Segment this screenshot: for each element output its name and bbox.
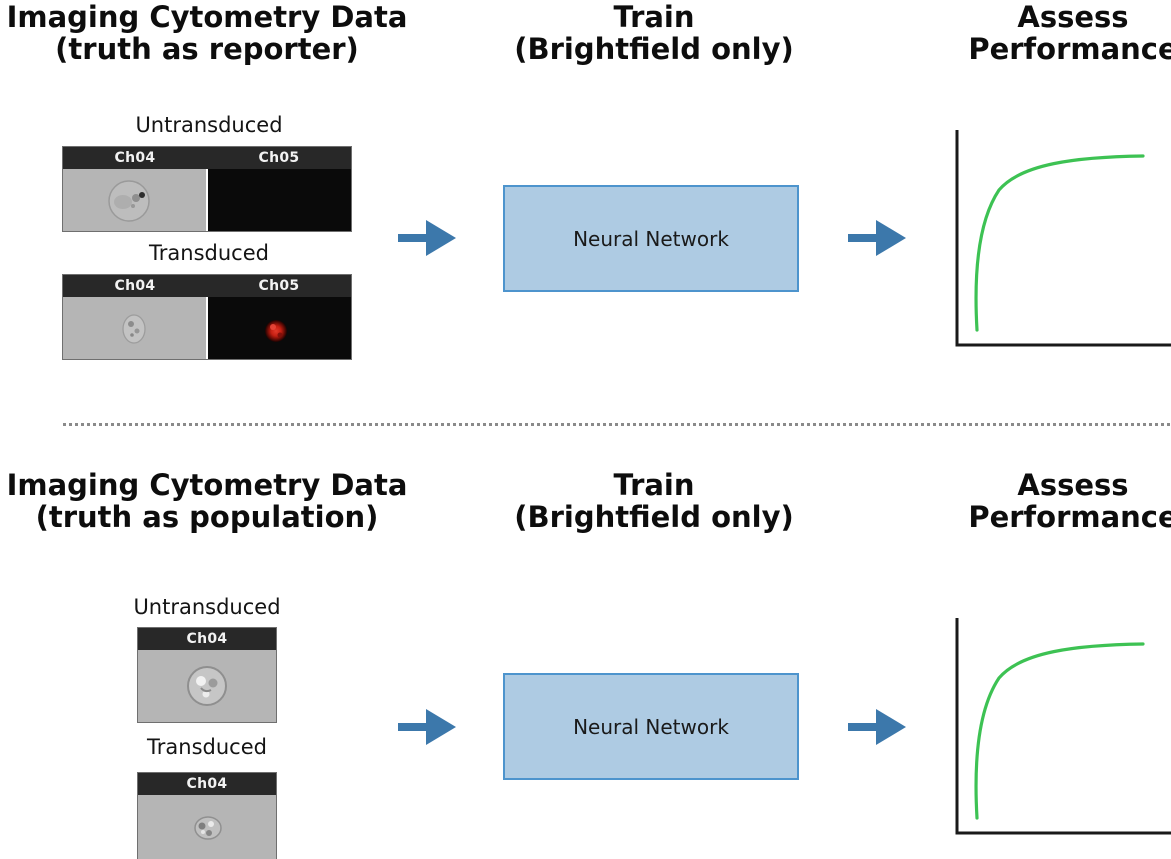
channel-label-ch04: Ch04 [114,150,156,166]
flow-arrow-icon [398,220,456,256]
cytometry-panel-untransduced: Ch04 [137,627,277,723]
train-column-title-line2: (Brightfield only) [514,32,794,66]
group-label-transduced: Transduced [147,735,267,759]
group-label-untransduced: Untransduced [133,595,281,619]
data-column-title-line2: (truth as population) [35,500,379,534]
neural-network-label: Neural Network [573,226,729,251]
data-column-title: Imaging Cytometry Data (truth as populat… [0,469,427,533]
red-signal-blob [265,320,287,342]
performance-curve [974,642,1145,820]
channel-separator [206,169,208,231]
assess-column-title-line2: Performance [968,500,1171,534]
brightfield-cell-image [63,297,206,359]
brightfield-cell-image [63,169,206,231]
performance-curve [974,154,1145,332]
data-column-title-line1: Imaging Cytometry Data [6,0,408,34]
panel-channel-header: Ch04 [138,773,276,795]
channel-label-ch05: Ch05 [258,150,300,166]
data-column-title-line2: (truth as reporter) [55,32,359,66]
train-column-title: Train (Brightfield only) [504,469,804,533]
channel-label-ch04: Ch04 [114,278,156,294]
brightfield-cell-image [138,650,276,722]
assess-column-title-line1: Assess [1017,468,1129,502]
channel-separator [206,297,208,359]
neural-network-box: Neural Network [503,185,799,292]
performance-chart [955,130,1171,347]
group-label-untransduced: Untransduced [135,113,283,137]
channel-label-ch04: Ch04 [186,776,228,792]
train-column-title-line1: Train [613,468,695,502]
panel-channel-header: Ch04 [138,628,276,650]
assess-column-title: Assess Performance [913,1,1171,65]
cell-graphic [187,666,227,706]
train-column-title: Train (Brightfield only) [504,1,804,65]
panel-channel-header: Ch04 Ch05 [63,275,351,297]
train-column-title-line1: Train [613,0,695,34]
group-label-transduced: Transduced [149,241,269,265]
flow-arrow-icon [398,709,456,745]
train-column-title-line2: (Brightfield only) [514,500,794,534]
data-column-title: Imaging Cytometry Data (truth as reporte… [0,1,427,65]
chart-axes [955,618,1171,835]
assess-column-title-line2: Performance [968,32,1171,66]
flow-arrow-icon [848,709,906,745]
cytometry-panel-untransduced: Ch04 Ch05 [62,146,352,232]
channel-label-ch04: Ch04 [186,631,228,647]
performance-chart [955,618,1171,835]
section-divider [63,423,1171,426]
chart-axes [955,130,1171,347]
brightfield-cell-image [138,795,276,859]
panel-channel-header: Ch04 Ch05 [63,147,351,169]
cell-graphic [194,816,222,840]
neural-network-box: Neural Network [503,673,799,780]
cell-graphic [122,314,146,344]
channel-label-ch05: Ch05 [258,278,300,294]
assess-column-title: Assess Performance [913,469,1171,533]
cytometry-panel-transduced: Ch04 [137,772,277,859]
fluorescence-cell-image-dark [208,169,351,231]
data-column-title-line1: Imaging Cytometry Data [6,468,408,502]
assess-column-title-line1: Assess [1017,0,1129,34]
fluorescence-cell-image [208,297,351,359]
neural-network-label: Neural Network [573,714,729,739]
cell-graphic [108,180,150,222]
cytometry-panel-transduced: Ch04 Ch05 [62,274,352,360]
flow-arrow-icon [848,220,906,256]
